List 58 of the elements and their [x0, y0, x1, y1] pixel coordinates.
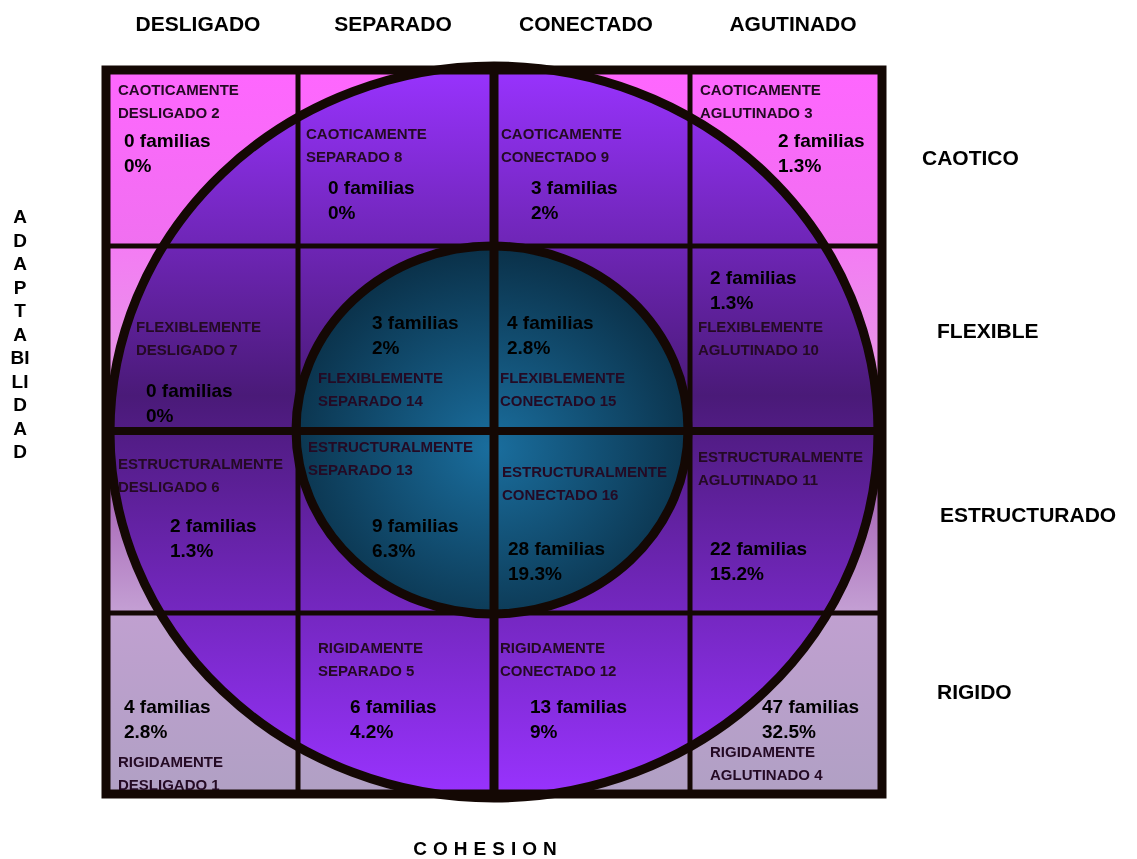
cell-title: FLEXIBLEMENTE AGLUTINADO 10 [698, 317, 824, 360]
row-header: FLEXIBLE [937, 319, 1039, 343]
cell-title: RIGIDAMENTE CONECTADO 12 [500, 638, 618, 681]
cell-title: ESTRUCTURALMENTE AGLUTINADO 11 [698, 447, 864, 490]
cell-title: CAOTICAMENTE DESLIGADO 2 [118, 80, 240, 123]
cell-title: CAOTICAMENTE CONECTADO 9 [501, 124, 623, 167]
cell-title: RIGIDAMENTE AGLUTINADO 4 [710, 742, 824, 785]
cell-title: RIGIDAMENTE SEPARADO 5 [318, 638, 424, 681]
cell-title: ESTRUCTURALMENTE DESLIGADO 6 [118, 454, 284, 497]
family-count: 22 familias [710, 537, 808, 561]
cell-title: RIGIDAMENTE DESLIGADO 1 [118, 752, 224, 795]
family-count: 3 familias [531, 176, 618, 200]
percentage: 2.8% [124, 720, 168, 744]
cell-title: ESTRUCTURALMENTE SEPARADO 13 [308, 437, 474, 480]
percentage: 1.3% [778, 154, 822, 178]
family-count: 4 familias [124, 695, 211, 719]
row-header: RIGIDO [937, 680, 1012, 704]
column-header: SEPARADO [334, 12, 452, 36]
column-header: DESLIGADO [135, 12, 261, 36]
cell-title: FLEXIBLEMENTE DESLIGADO 7 [136, 317, 262, 360]
percentage: 0% [146, 404, 174, 428]
family-count: 6 familias [350, 695, 437, 719]
family-count: 2 familias [778, 129, 865, 153]
family-count: 9 familias [372, 514, 459, 538]
percentage: 6.3% [372, 539, 416, 563]
family-count: 0 familias [328, 176, 415, 200]
axis-title: ADAPTABILIDAD [10, 205, 30, 464]
cell-title: ESTRUCTURALMENTE CONECTADO 16 [502, 462, 668, 505]
percentage: 32.5% [762, 720, 816, 744]
family-count: 47 familias [762, 695, 860, 719]
family-count: 0 familias [124, 129, 211, 153]
percentage: 2% [531, 201, 559, 225]
percentage: 15.2% [710, 562, 764, 586]
percentage: 2.8% [507, 336, 551, 360]
column-header: AGUTINADO [729, 12, 857, 36]
cell-title: CAOTICAMENTE AGLUTINADO 3 [700, 80, 822, 123]
axis-title: COHESION [413, 838, 563, 859]
percentage: 1.3% [710, 291, 754, 315]
column-header: CONECTADO [519, 12, 653, 36]
family-count: 28 familias [508, 537, 606, 561]
family-count: 3 familias [372, 311, 459, 335]
family-count: 2 familias [710, 266, 797, 290]
cell-title: CAOTICAMENTE SEPARADO 8 [306, 124, 428, 167]
percentage: 0% [124, 154, 152, 178]
percentage: 4.2% [350, 720, 394, 744]
cell-title: FLEXIBLEMENTE CONECTADO 15 [500, 368, 626, 411]
percentage: 9% [530, 720, 558, 744]
percentage: 0% [328, 201, 356, 225]
family-count: 0 familias [146, 379, 233, 403]
family-count: 2 familias [170, 514, 257, 538]
row-header: CAOTICO [922, 146, 1019, 170]
percentage: 19.3% [508, 562, 562, 586]
row-header: ESTRUCTURADO [940, 503, 1117, 527]
family-count: 13 familias [530, 695, 628, 719]
cell-title: FLEXIBLEMENTE SEPARADO 14 [318, 368, 444, 411]
family-count: 4 familias [507, 311, 594, 335]
percentage: 2% [372, 336, 400, 360]
percentage: 1.3% [170, 539, 214, 563]
